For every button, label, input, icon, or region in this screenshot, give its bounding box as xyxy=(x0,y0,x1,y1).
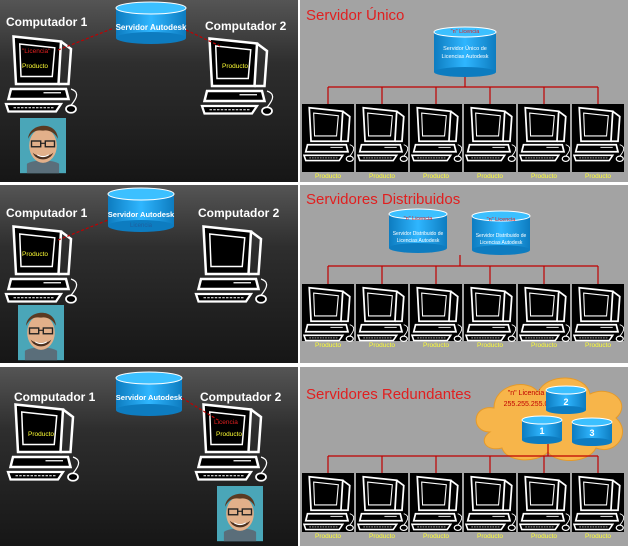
client-producto-label: Producto xyxy=(423,342,449,349)
svg-text:2: 2 xyxy=(563,397,568,407)
computer-2-label: Computador 2 xyxy=(200,390,282,404)
computer-2-label: Computador 2 xyxy=(205,19,287,33)
client-producto-label: Producto xyxy=(585,533,611,540)
client-producto-label: Producto xyxy=(369,173,395,180)
server-sublabel: Licencia xyxy=(130,223,153,229)
svg-text:"n" Licencia: "n" Licencia xyxy=(487,217,517,223)
panel-2-right: Servidores Distribuidos "n" Licencia Ser… xyxy=(302,191,625,349)
client-producto-label: Producto xyxy=(423,173,449,180)
panel-1-left: Computador 1 Servidor Autodesk Computado… xyxy=(4,1,287,174)
client-producto-label: Producto xyxy=(369,533,395,540)
server-label: Servidor Autodesk xyxy=(116,23,187,32)
client-producto-label: Producto xyxy=(315,533,341,540)
divider-h-1 xyxy=(0,182,628,185)
user-avatar xyxy=(19,117,67,174)
svg-text:Licencias Autodesk: Licencias Autodesk xyxy=(397,238,440,244)
license-link-in xyxy=(185,29,221,47)
computer-1-label: Computador 1 xyxy=(6,206,88,220)
panel-3-left: Computador 1 Servidor Autodesk Computado… xyxy=(6,371,282,542)
computer-row-3: Producto Producto Producto Producto Producto… xyxy=(302,473,625,540)
distributed-server-db-2: "n" Licencia Servidor Distribuido de Lic… xyxy=(471,210,531,255)
client-producto-label: Producto xyxy=(531,342,557,349)
network-tree-1 xyxy=(327,77,599,104)
client-producto-label: Producto xyxy=(477,533,503,540)
svg-text:Servidor Distribuido de: Servidor Distribuido de xyxy=(393,231,444,237)
client-producto-label: Producto xyxy=(477,173,503,180)
computer-row-2: Producto Producto Producto Producto Producto… xyxy=(302,284,625,349)
redundant-server-3: 3 xyxy=(571,417,613,446)
producto-label-1: Producto xyxy=(28,431,54,438)
network-tree-2 xyxy=(327,255,599,284)
single-server-db: "n" Licencia Servidor Único de Licencias… xyxy=(433,26,497,77)
computer-1-label: Computador 1 xyxy=(14,390,96,404)
network-bus xyxy=(328,255,598,267)
server-cloud: "n" Licencia 255.255.255.0 2 1 3 xyxy=(475,377,623,462)
server-cylinder: Servidor Autodesk xyxy=(115,371,183,416)
svg-text:"n" Licencia: "n" Licencia xyxy=(404,216,434,222)
panel-3-right: Servidores Redundantes "n" Licencia 255.… xyxy=(302,377,625,540)
server-cylinder: Servidor Autodesk Licencia xyxy=(107,187,175,232)
title-servidores-distribuidos: Servidores Distribuidos xyxy=(306,191,460,208)
network-tree-3 xyxy=(327,444,599,473)
svg-text:1: 1 xyxy=(539,426,544,436)
licencia-label: "Licencia" xyxy=(22,48,51,55)
client-producto-label: Producto xyxy=(477,342,503,349)
divider-h-2 xyxy=(0,363,628,367)
license-link-out xyxy=(57,219,109,241)
svg-text:"n" Licencia: "n" Licencia xyxy=(451,29,481,35)
redundant-server-2: 2 xyxy=(545,385,587,414)
producto-label-2: Producto xyxy=(222,63,248,70)
client-producto-label: Producto xyxy=(531,533,557,540)
computer-1-label: Computador 1 xyxy=(6,15,88,29)
producto-label-1: Producto xyxy=(22,251,48,258)
svg-text:Servidor Único de: Servidor Único de xyxy=(443,45,487,52)
producto-label-1: Producto xyxy=(22,63,48,70)
svg-text:"n" Licencia: "n" Licencia xyxy=(508,390,545,397)
distributed-server-db-1: "n" Licencia Servidor Distribuido de Lic… xyxy=(388,208,448,253)
producto-label-2: Producto xyxy=(216,431,242,438)
user-avatar xyxy=(216,485,264,542)
title-servidor-unico: Servidor Único xyxy=(306,7,404,24)
server-label: Servidor Autodesk xyxy=(108,210,175,219)
client-producto-label: Producto xyxy=(531,173,557,180)
svg-text:255.255.255.0: 255.255.255.0 xyxy=(504,401,549,408)
panel-1-right: Servidor Único "n" Licencia Servidor Úni… xyxy=(302,7,625,180)
panel-2-left: Computador 1 Servidor Autodesk Licencia … xyxy=(4,187,280,361)
license-link-out xyxy=(57,27,115,51)
client-producto-label: Producto xyxy=(585,173,611,180)
licencia-label: Licencia xyxy=(214,419,238,426)
network-bus xyxy=(328,444,598,457)
computer-2-label: Computador 2 xyxy=(198,206,280,220)
server-cylinder: Servidor Autodesk xyxy=(115,1,187,44)
user-avatar xyxy=(17,304,65,361)
client-producto-label: Producto xyxy=(315,342,341,349)
redundant-server-1: 1 xyxy=(521,415,563,444)
svg-text:3: 3 xyxy=(589,428,594,438)
network-bus xyxy=(328,77,598,88)
svg-text:Licencias Autodesk: Licencias Autodesk xyxy=(480,240,523,246)
divider-v xyxy=(298,0,300,546)
license-link-in xyxy=(181,397,219,421)
title-servidores-redundantes: Servidores Redundantes xyxy=(306,386,471,403)
computer-row-1: Producto Producto Producto Producto Producto… xyxy=(302,104,625,180)
svg-text:Servidor Distribuido de: Servidor Distribuido de xyxy=(476,233,527,239)
svg-text:Licencias Autodesk: Licencias Autodesk xyxy=(441,54,488,60)
client-producto-label: Producto xyxy=(585,342,611,349)
client-producto-label: Producto xyxy=(315,173,341,180)
server-label: Servidor Autodesk xyxy=(116,393,183,402)
client-producto-label: Producto xyxy=(369,342,395,349)
client-producto-label: Producto xyxy=(423,533,449,540)
